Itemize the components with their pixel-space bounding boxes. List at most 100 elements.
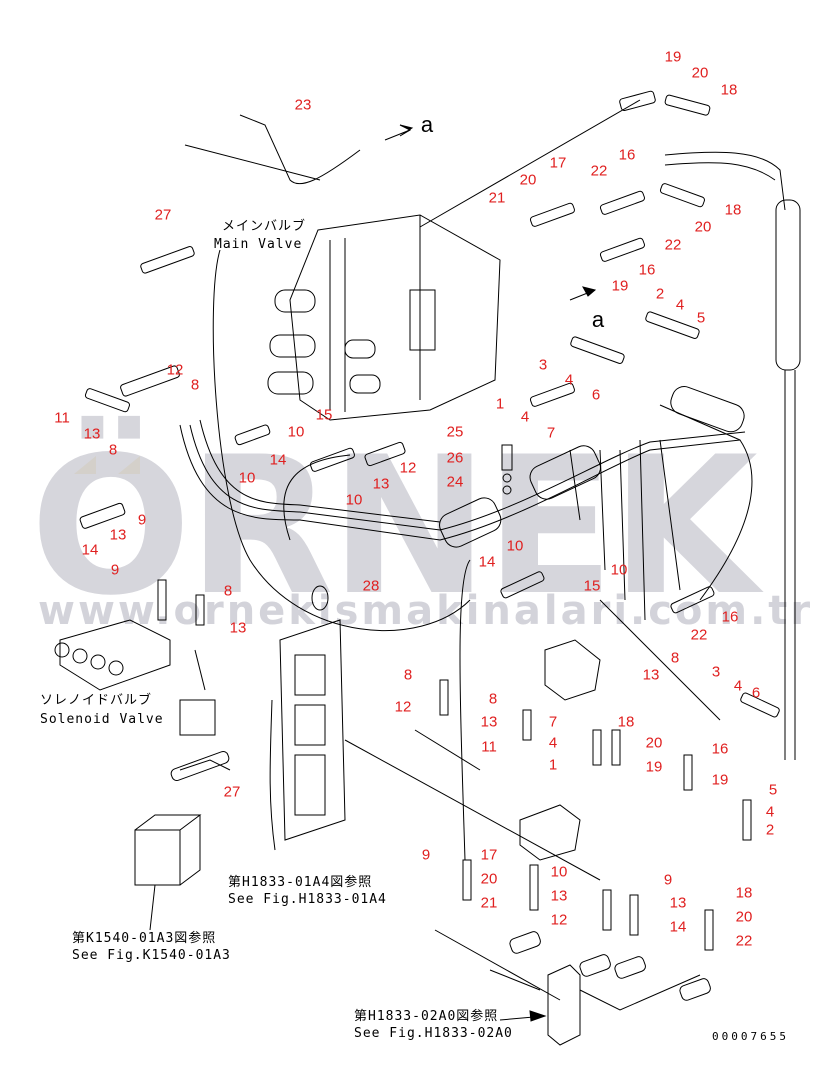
callout-number: 20	[519, 171, 537, 189]
callout-number: 1	[548, 756, 558, 774]
main-valve-label: Main Valve	[214, 237, 303, 252]
callout-number: 26	[446, 449, 464, 467]
callout-number: 12	[166, 361, 184, 379]
callout-number: 4	[733, 677, 743, 695]
callout-number: 3	[538, 356, 548, 374]
watermark-triangle-icon	[118, 456, 140, 474]
callout-number: 5	[696, 309, 706, 327]
callout-number: 15	[583, 577, 601, 595]
watermark-triangle-icon	[74, 456, 96, 474]
callout-number: 12	[399, 459, 417, 477]
callout-number: 4	[675, 296, 685, 314]
direction-label-a: a	[420, 112, 434, 137]
main-valve-label-jp: メインバルブ	[222, 219, 307, 234]
callout-number: 10	[506, 537, 524, 555]
callout-number: 19	[645, 758, 663, 776]
callout-number: 20	[735, 908, 753, 926]
direction-label-a: a	[591, 307, 605, 332]
callout-number: 16	[638, 261, 656, 279]
callout-number: 2	[765, 821, 775, 839]
reference-jp: 第K1540-01A3図参照	[72, 931, 217, 946]
callout-number: 18	[617, 713, 635, 731]
callout-number: 20	[691, 64, 709, 82]
callout-number: 27	[223, 783, 241, 801]
callout-number: 19	[611, 277, 629, 295]
callout-number: 19	[664, 48, 682, 66]
callout-number: 8	[670, 649, 680, 667]
callout-number: 4	[765, 803, 775, 821]
callout-number: 17	[480, 846, 498, 864]
callout-number: 16	[711, 740, 729, 758]
callout-number: 21	[488, 189, 506, 207]
callout-number: 24	[446, 473, 464, 491]
reference-en: See Fig.H1833-01A4	[228, 892, 387, 907]
callout-number: 17	[549, 154, 567, 172]
reference-jp: 第H1833-02A0図参照	[354, 1009, 499, 1024]
solenoid-valve-label: Solenoid Valve	[40, 712, 164, 727]
callout-number: 4	[520, 408, 530, 426]
callout-number: 13	[83, 425, 101, 443]
callout-number: 11	[481, 738, 497, 756]
callout-number: 25	[446, 423, 464, 441]
callout-number: 5	[768, 781, 778, 799]
callout-number: 1	[495, 395, 505, 413]
callout-number: 10	[345, 491, 363, 509]
reference-en: See Fig.K1540-01A3	[72, 948, 231, 963]
callout-number: 10	[550, 863, 568, 881]
callout-number: 7	[546, 424, 556, 442]
callout-number: 13	[642, 666, 660, 684]
callout-number: 13	[480, 713, 498, 731]
callout-number: 22	[735, 932, 753, 950]
callout-number: 6	[751, 684, 761, 702]
reference-jp: 第H1833-01A4図参照	[228, 875, 373, 890]
callout-number: 13	[669, 894, 687, 912]
callout-number: 22	[664, 236, 682, 254]
callout-number: 18	[735, 884, 753, 902]
callout-number: 18	[720, 81, 738, 99]
callout-number: 6	[591, 386, 601, 404]
callout-number: 3	[711, 663, 721, 681]
callout-number: 12	[394, 698, 412, 716]
callout-number: 28	[362, 577, 380, 595]
callout-number: 15	[315, 406, 333, 424]
solenoid-valve	[54, 619, 216, 736]
protective-sleeve	[775, 199, 801, 371]
callout-number: 8	[488, 690, 498, 708]
callout-number: 12	[550, 911, 568, 929]
callout-number: 20	[645, 734, 663, 752]
callout-number: 19	[711, 771, 729, 789]
callout-number: 11	[54, 409, 70, 427]
callout-number: 23	[294, 96, 312, 114]
callout-number: 2	[655, 285, 665, 303]
callout-number: 14	[478, 553, 496, 571]
callout-number: 10	[610, 561, 628, 579]
callout-number: 20	[480, 870, 498, 888]
callout-number: 21	[480, 894, 498, 912]
callout-number: 14	[81, 541, 99, 559]
callout-number: 8	[223, 582, 233, 600]
callout-number: 9	[137, 511, 147, 529]
main-valve	[267, 214, 501, 421]
callout-number: 13	[229, 619, 247, 637]
callout-number: 8	[108, 441, 118, 459]
callout-number: 16	[618, 146, 636, 164]
callout-number: 13	[372, 475, 390, 493]
callout-number: 13	[109, 526, 127, 544]
callout-number: 4	[564, 371, 574, 389]
callout-number: 14	[669, 918, 687, 936]
callout-number: 10	[238, 469, 256, 487]
callout-number: 8	[190, 376, 200, 394]
callout-number: 7	[548, 713, 558, 731]
callout-number: 27	[154, 206, 172, 224]
callout-number: 20	[694, 218, 712, 236]
drawing-number: 00007655	[712, 1030, 789, 1043]
callout-number: 9	[663, 871, 673, 889]
reference-en: See Fig.H1833-02A0	[354, 1026, 513, 1041]
callout-number: 22	[590, 162, 608, 180]
callout-number: 14	[269, 451, 287, 469]
callout-number: 9	[110, 561, 120, 579]
callout-number: 9	[421, 846, 431, 864]
solenoid-valve-label-jp: ソレノイドバルブ	[40, 693, 153, 708]
